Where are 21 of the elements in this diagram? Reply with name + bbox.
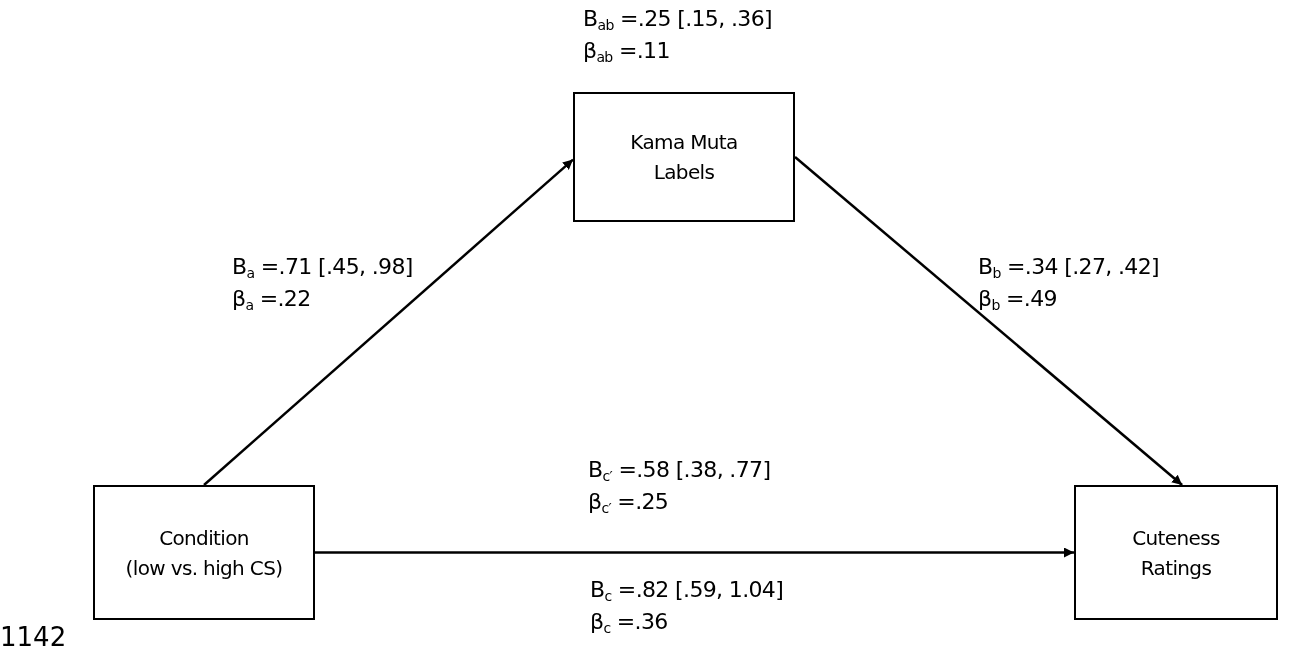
coefficient-text: B$_{c}$ =.82 [.59, 1.04] bbox=[590, 576, 784, 605]
arrow bbox=[315, 547, 1074, 558]
arrow bbox=[203, 158, 574, 486]
variable-box bbox=[573, 92, 795, 222]
variable-box bbox=[1074, 485, 1278, 620]
coefficient-text: β$_{b}$ =.49 bbox=[978, 285, 1057, 314]
coefficient-text: β$_{c′}$ =.25 bbox=[588, 488, 669, 517]
edge-label: B$_{b}$ =.34 [.27, .42] bbox=[978, 253, 1159, 282]
variable-name: (low vs. high CS) bbox=[124, 554, 284, 582]
edge-label: B$_{a}$ =.71 [.45, .98] bbox=[232, 253, 413, 282]
coefficient-text: β$_{c}$ =.36 bbox=[590, 608, 668, 637]
coefficient-text: β$_{ab}$ =.11 bbox=[583, 37, 670, 66]
coefficient-text: β$_{a}$ =.22 bbox=[232, 285, 311, 314]
variable-name: Kama Muta Labels bbox=[629, 129, 739, 186]
arrow bbox=[794, 156, 1183, 486]
variable-box bbox=[93, 485, 315, 620]
variable-name: Condition bbox=[158, 524, 250, 552]
edge-label: B$_{c′}$ =.58 [.38, .77] bbox=[588, 456, 771, 485]
coefficient-text: B$_{ab}$ =.25 [.15, .36] bbox=[583, 5, 772, 34]
variable-name: Cuteness Ratings bbox=[1131, 524, 1221, 582]
page-number: 1142 bbox=[0, 621, 67, 654]
